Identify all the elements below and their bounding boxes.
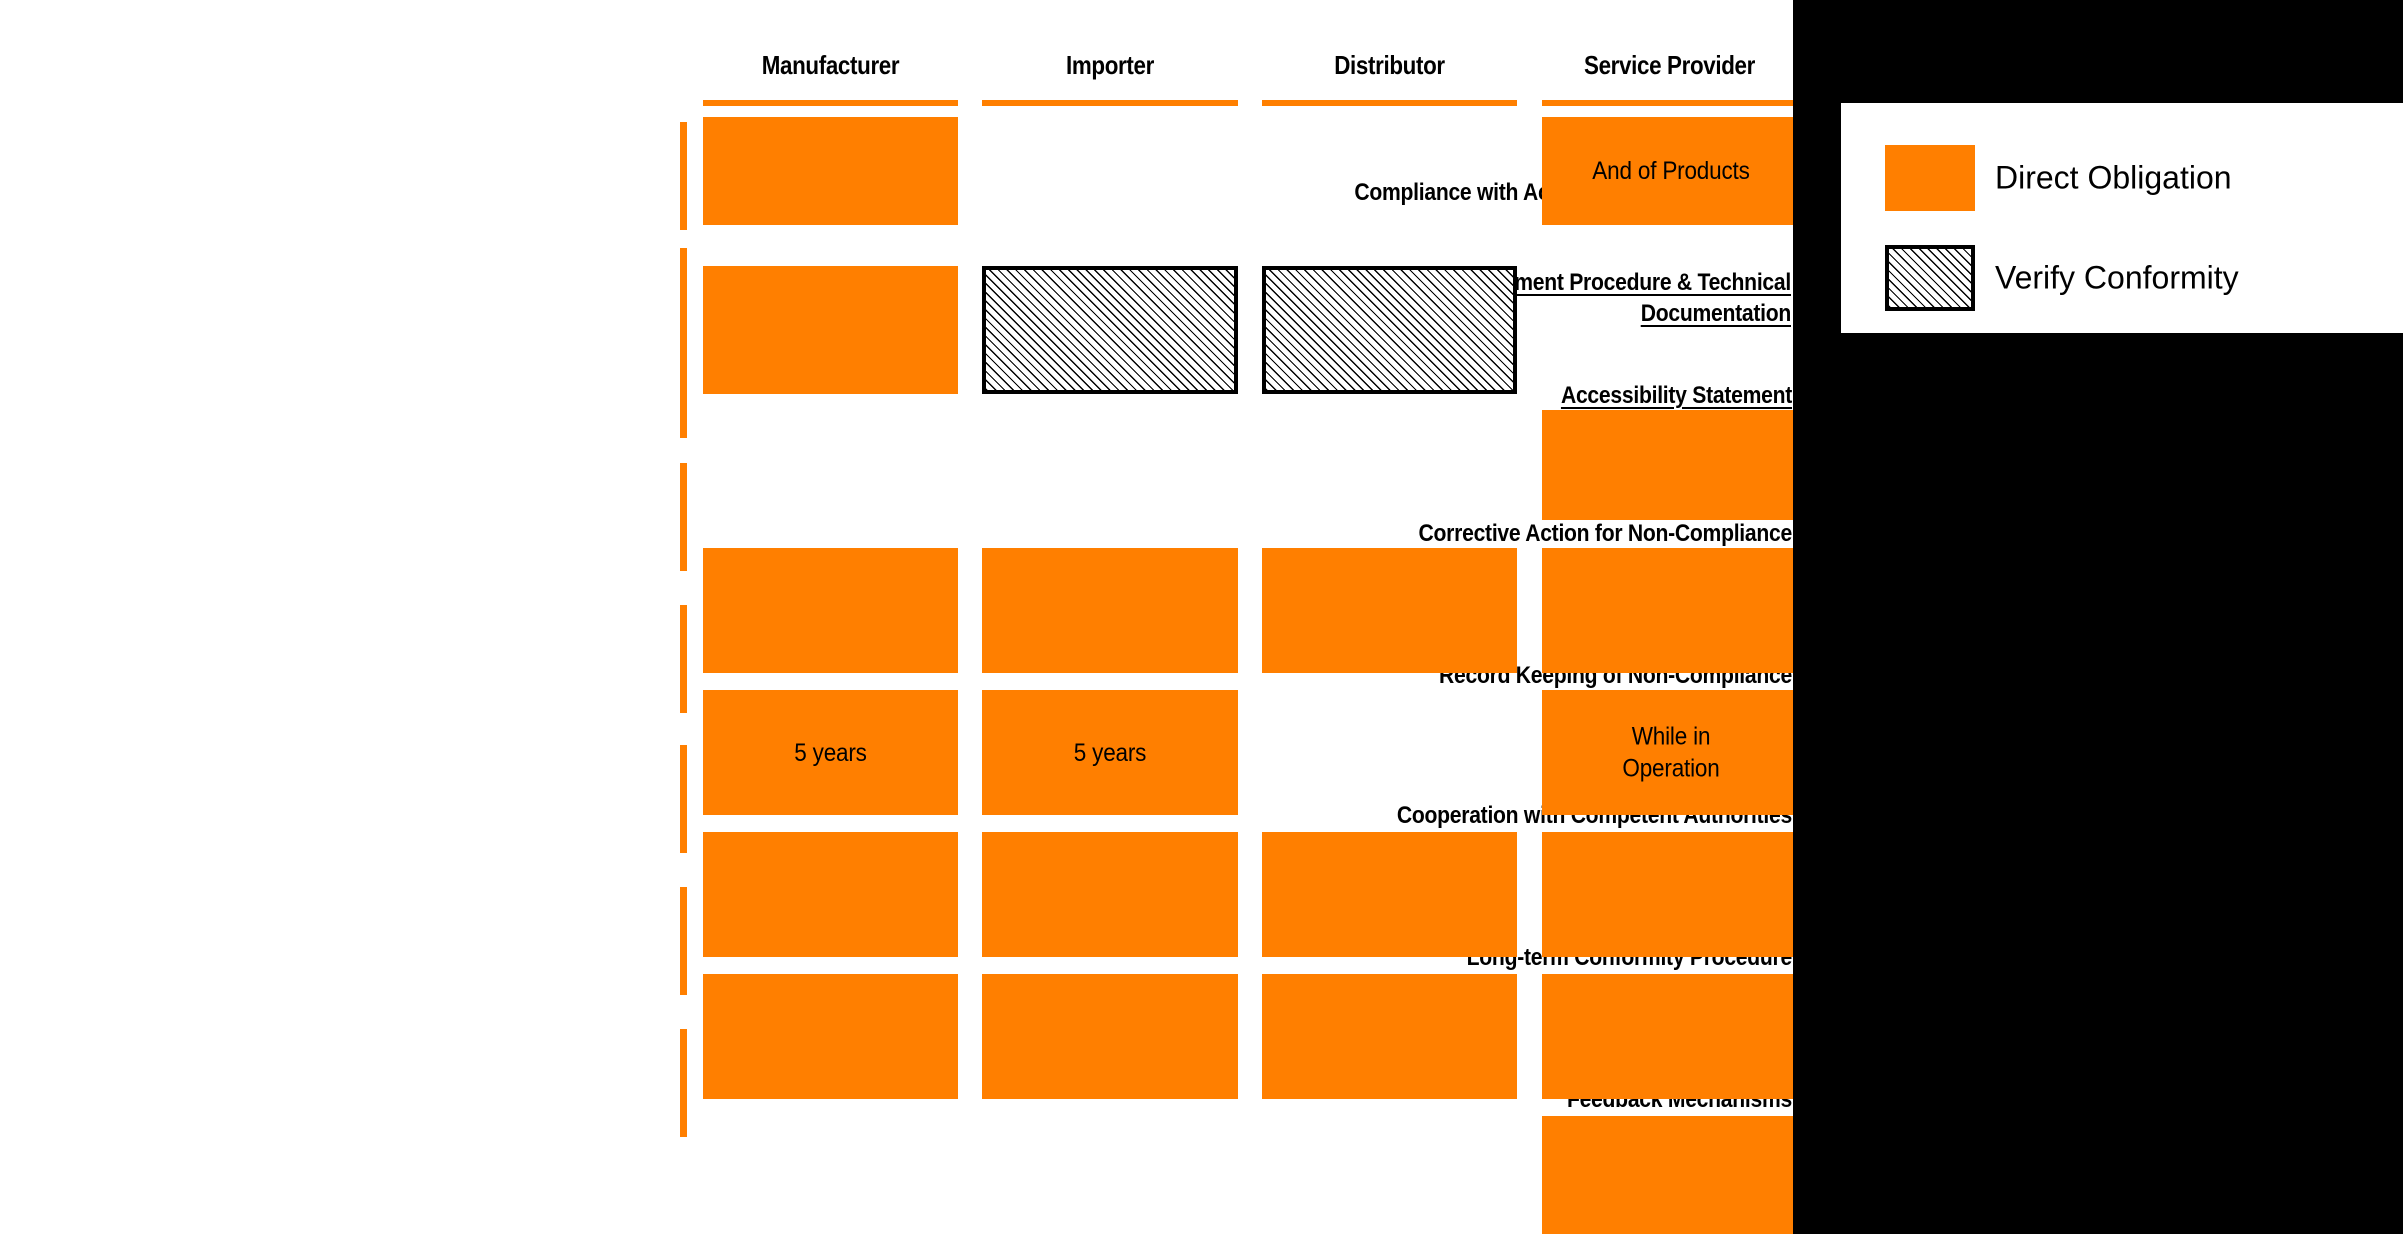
column-rule-distributor (1262, 100, 1517, 106)
column-header-distributor: Distributor (1334, 50, 1445, 80)
row-tick-6 (680, 887, 687, 995)
cell-corrective-action-distributor[interactable] (1262, 548, 1517, 673)
row-tick-1 (680, 248, 687, 356)
cell-conformity-distributor[interactable] (1262, 266, 1517, 394)
cell-record-keeping-importer[interactable]: 5 years (982, 690, 1238, 815)
legend-item-direct-obligation[interactable]: Direct Obligation (1885, 145, 2385, 211)
cell-text-record-keeping-service-provider: While in Operation (1622, 722, 1720, 783)
column-rule-importer (982, 100, 1238, 106)
row-tick-3 (680, 463, 687, 571)
cell-conformity-importer[interactable] (982, 266, 1238, 394)
cell-conformity-manufacturer[interactable] (703, 266, 958, 394)
row-tick-2 (680, 330, 687, 438)
cell-cooperation-distributor[interactable] (1262, 832, 1517, 957)
row-tick-5 (680, 745, 687, 853)
cell-accessibility-statement-service-provider[interactable] (1542, 410, 1793, 520)
cell-corrective-action-importer[interactable] (982, 548, 1238, 673)
legend-box: Direct Obligation Verify Conformity (1838, 100, 2403, 336)
row-tick-7 (680, 1029, 687, 1137)
row-tick-4 (680, 605, 687, 713)
row-label-corrective-action: Corrective Action for Non-Compliance (1418, 520, 1793, 547)
chart-plot-area: Manufacturer Importer Distributor Servic… (0, 0, 1793, 1234)
cell-record-keeping-manufacturer[interactable]: 5 years (703, 690, 958, 815)
legend-label-verify-conformity: Verify Conformity (1995, 259, 2239, 296)
cell-long-term-conformity-service-provider[interactable] (1542, 974, 1793, 1099)
cell-text-record-keeping-manufacturer: 5 years (794, 738, 867, 767)
cell-corrective-action-manufacturer[interactable] (703, 548, 958, 673)
cell-cooperation-service-provider[interactable] (1542, 832, 1793, 957)
cell-cooperation-manufacturer[interactable] (703, 832, 958, 957)
column-header-service-provider: Service Provider (1583, 50, 1756, 80)
cell-long-term-conformity-importer[interactable] (982, 974, 1238, 1099)
cell-long-term-conformity-distributor[interactable] (1262, 974, 1517, 1099)
cell-compliance-manufacturer[interactable] (703, 117, 958, 225)
cell-text-and-of-products: And of Products (1592, 156, 1750, 185)
legend-swatch-direct-obligation-icon (1885, 145, 1975, 211)
row-label-accessibility-statement: Accessibility Statement (1560, 382, 1792, 409)
cell-compliance-service-provider[interactable]: And of Products (1542, 117, 1793, 225)
cell-record-keeping-service-provider[interactable]: While in Operation (1542, 690, 1793, 815)
column-rule-service-provider (1542, 100, 1793, 106)
column-header-manufacturer: Manufacturer (761, 50, 900, 80)
column-rule-manufacturer (703, 100, 958, 106)
cell-feedback-mechanisms-service-provider[interactable] (1542, 1116, 1793, 1234)
cell-long-term-conformity-manufacturer[interactable] (703, 974, 958, 1099)
cell-text-record-keeping-importer: 5 years (1073, 738, 1147, 767)
column-header-importer: Importer (1066, 50, 1154, 80)
cell-cooperation-importer[interactable] (982, 832, 1238, 957)
legend-swatch-verify-conformity-icon (1885, 245, 1975, 311)
cell-corrective-action-service-provider[interactable] (1542, 548, 1793, 673)
row-tick-0 (680, 122, 687, 230)
row-label-conformity-line2: Documentation (1640, 299, 1792, 327)
legend-label-direct-obligation: Direct Obligation (1995, 159, 2232, 196)
legend-item-verify-conformity[interactable]: Verify Conformity (1885, 245, 2385, 311)
